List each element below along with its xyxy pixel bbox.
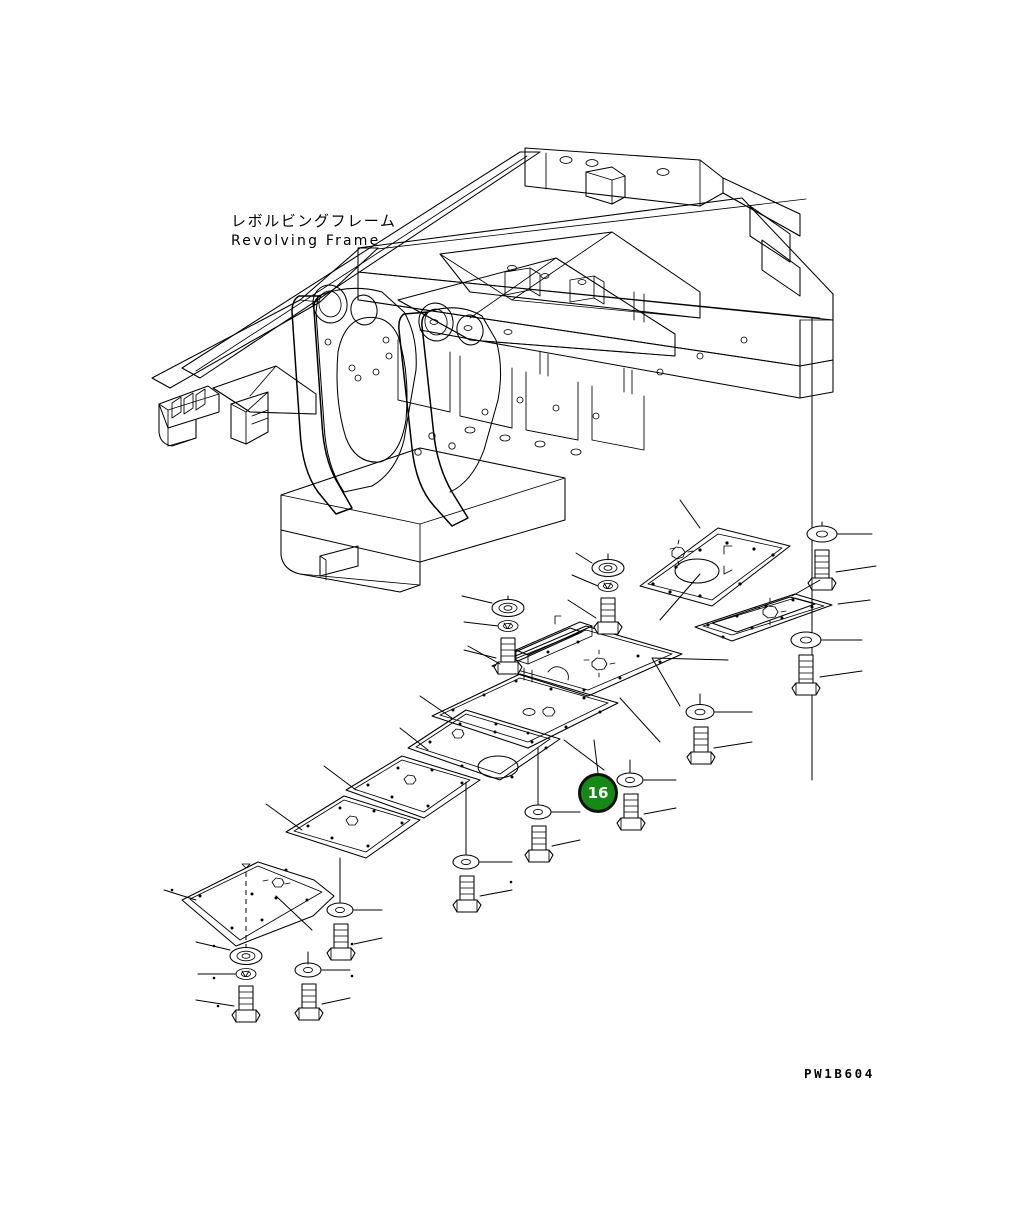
fastener-stack-11 (567, 552, 625, 635)
bolt-6 (452, 875, 482, 913)
registration-marks (170, 880, 513, 1008)
fastener-stack-3 (685, 693, 753, 765)
bolt-9 (231, 985, 261, 1023)
lock-washer-9 (235, 968, 257, 980)
frame-deck-brackets (504, 267, 605, 305)
fastener-stack-10 (461, 595, 525, 675)
under-cover-plate-right-recess (694, 593, 833, 642)
lock-washer-11 (597, 580, 619, 592)
bolt-10 (493, 637, 523, 675)
frame-center-deck (397, 257, 676, 357)
frame-right-end-plate (749, 205, 801, 297)
under-cover-plate-left-hole (407, 709, 561, 781)
fastener-stack-5 (524, 747, 581, 863)
fastener-stack-9 (195, 941, 263, 1023)
drain-plug-center (583, 649, 616, 678)
frame-front-deck (212, 365, 317, 415)
bolt-8 (294, 983, 324, 1021)
fastener-stack-2 (790, 631, 863, 696)
drain-plug-right (754, 597, 787, 626)
frame-rear-cross-member (585, 166, 626, 205)
fastener-stack-7 (326, 857, 383, 961)
under-cover-plate-group (181, 527, 833, 947)
frame-right-main-beam (357, 197, 834, 367)
bolt-5 (524, 825, 554, 863)
bolt-7 (326, 923, 356, 961)
bolt-1 (807, 549, 837, 591)
fastener-stack-8 (294, 951, 351, 1021)
revolving-frame-label-jp: レボルビングフレーム (231, 212, 397, 230)
revolving-frame-label-en: Revolving Frame (231, 233, 381, 249)
frame-top-left-edge (181, 151, 541, 379)
frame-step-ladder (158, 385, 220, 447)
under-cover-plate-rear-upper (639, 527, 791, 607)
under-cover-plate-small-left (345, 755, 481, 819)
bolt-2 (791, 654, 821, 696)
frame-right-beam-web (358, 299, 834, 399)
boom-mount-plates (291, 284, 502, 527)
frame-front-lower (230, 391, 269, 445)
bolt-3 (686, 726, 716, 765)
bolt-11 (593, 597, 623, 635)
frame-rear-deck (439, 231, 701, 319)
guard-plate-bottom-left (181, 861, 335, 947)
fastener-stack-4 (616, 759, 677, 831)
under-cover-plate-front-left (431, 673, 619, 749)
frame-bottom-swing-housing (280, 447, 566, 593)
leader-lines (163, 499, 871, 931)
lock-washer-10 (497, 620, 519, 632)
fastener-stack-6 (452, 781, 513, 913)
frame-left-rail (151, 247, 379, 389)
drawing-code: PW1B604 (804, 1066, 875, 1081)
fastener-stack-1 (806, 521, 877, 591)
revolving-frame-assembly (151, 147, 834, 593)
under-cover-plate-center (491, 615, 683, 697)
frame-center-details (397, 291, 748, 456)
frame-rear-top-rail (524, 147, 801, 237)
under-cover-plate-small-left-2 (285, 795, 421, 859)
callout-badge-16[interactable]: 16 (578, 773, 618, 813)
bolt-4 (616, 793, 646, 831)
drain-plug-rear (669, 539, 694, 566)
